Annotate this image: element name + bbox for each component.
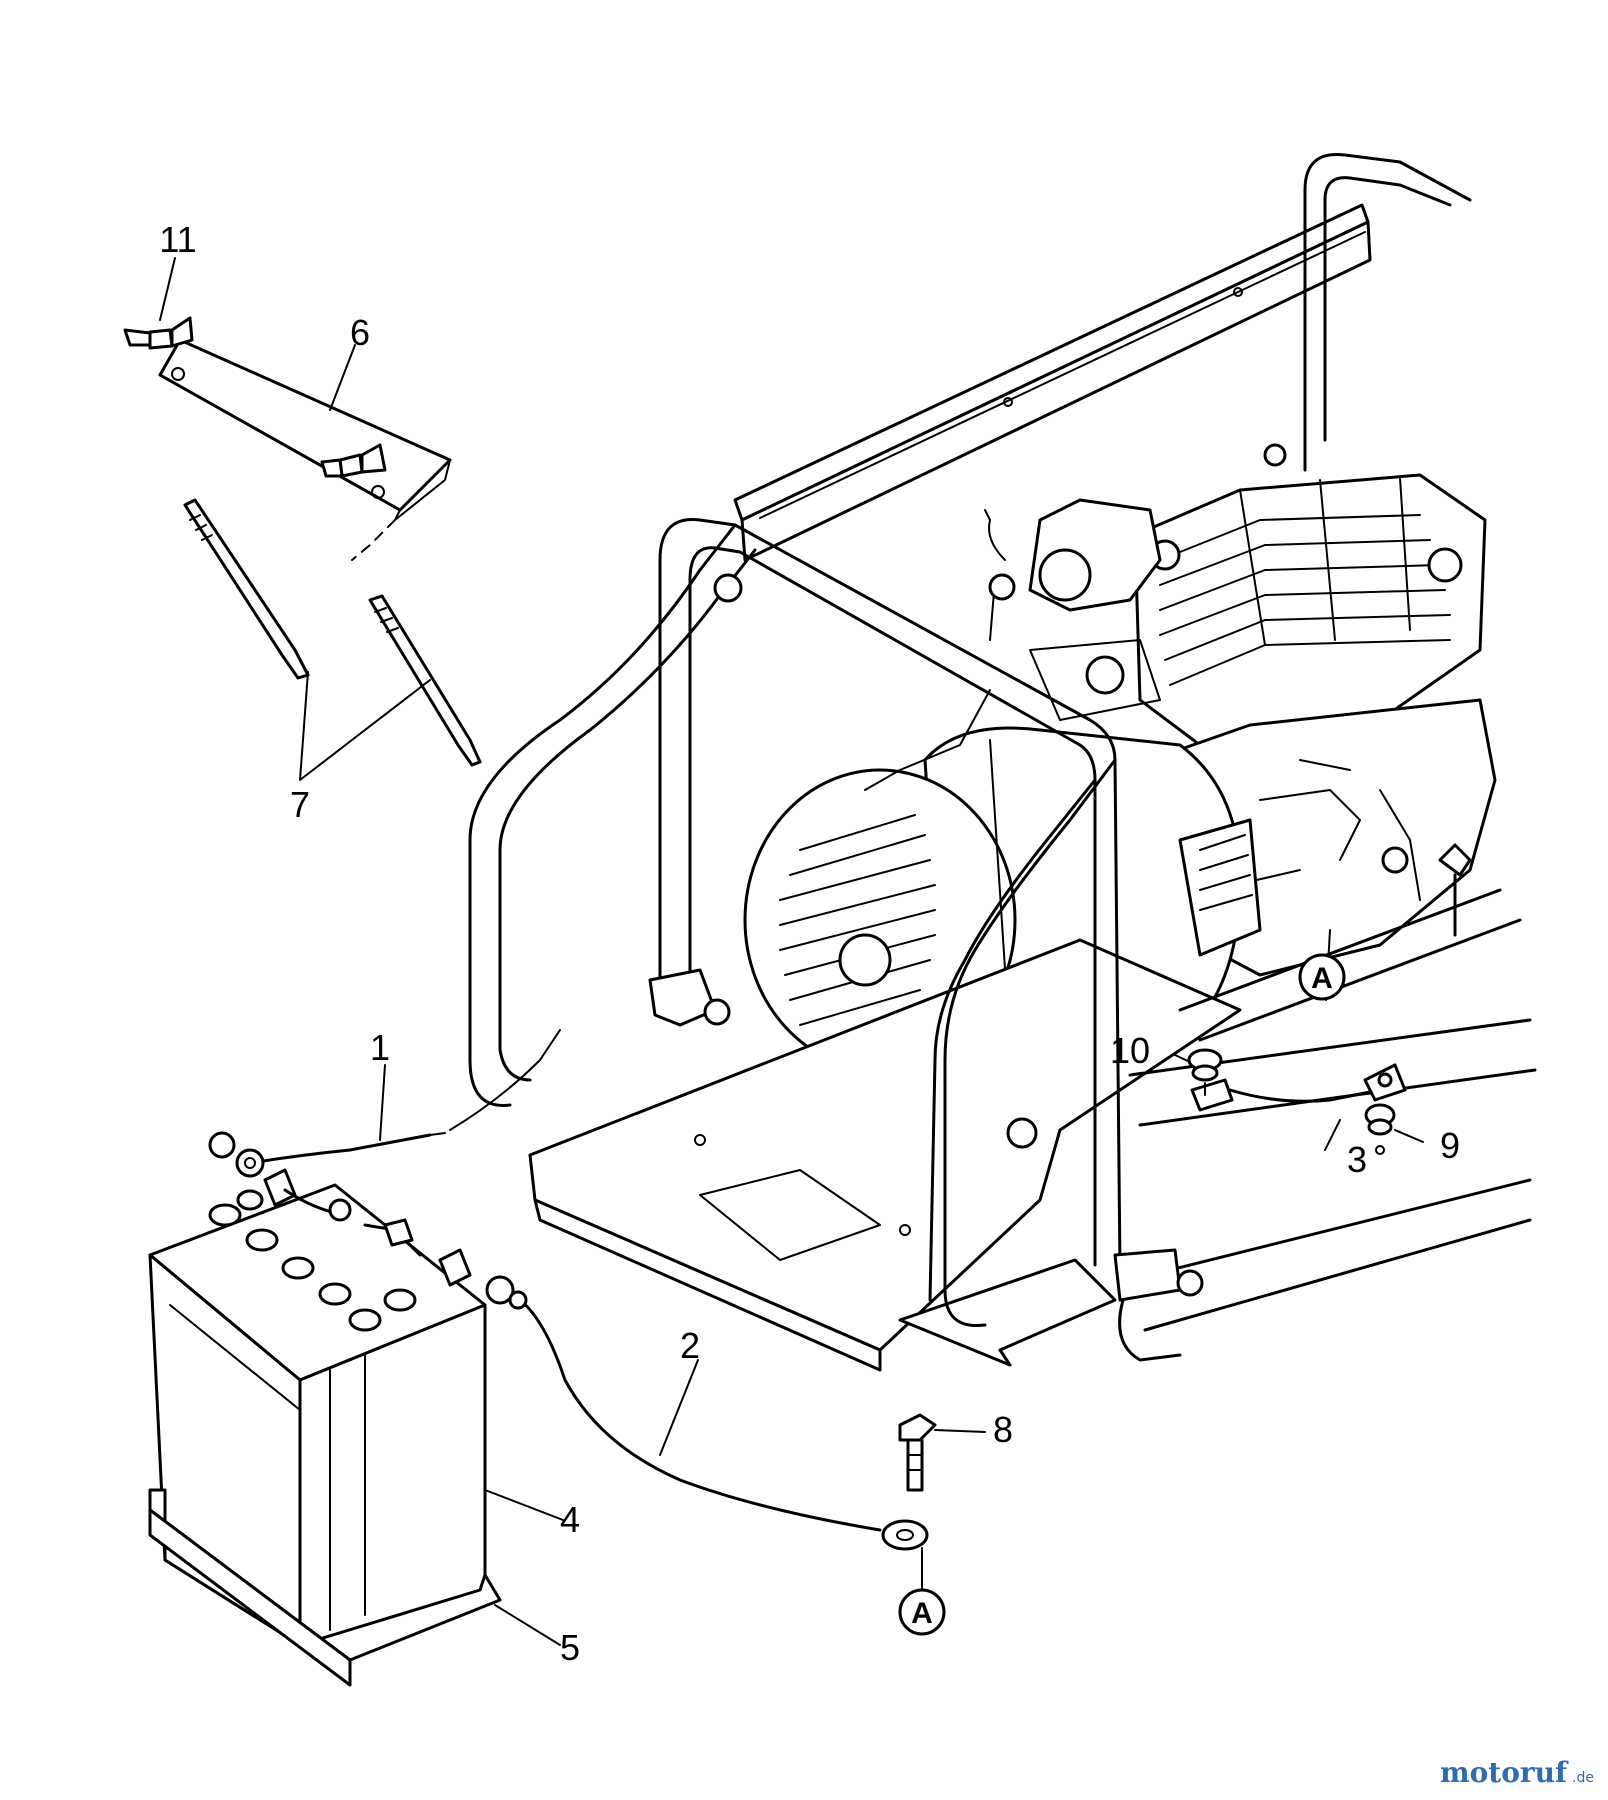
cable-2 (485, 1275, 929, 1551)
battery-caps (208, 1189, 417, 1332)
hold-down-plate (158, 338, 452, 521)
callout-9: 9 (1440, 1125, 1460, 1166)
leader-lines (159, 257, 1424, 1646)
svg-text:A: A (911, 1597, 933, 1630)
callout-4: 4 (560, 1499, 580, 1540)
svg-text:A: A (1311, 962, 1333, 995)
callout-2: 2 (680, 1325, 700, 1366)
front-roll-bar (468, 518, 1204, 1328)
battery-tray (148, 1488, 502, 1687)
frame-rear-loop (1303, 152, 1472, 472)
frame-top-rail (733, 203, 1372, 562)
watermark-logo: motoruf .de (1440, 1756, 1594, 1789)
callout-11: 11 (159, 219, 196, 260)
wing-nut-on-plate (320, 443, 387, 478)
cable-1 (208, 1029, 561, 1178)
cable-3 (1190, 1063, 1407, 1112)
callout-3: 3 (1347, 1139, 1367, 1180)
base-plate (528, 938, 1242, 1372)
callout-6: 6 (350, 312, 370, 353)
j-bolts-7 (183, 498, 482, 767)
watermark-brand: motoruf (1440, 1756, 1569, 1789)
callout-1: 1 (370, 1027, 390, 1068)
watermark-tld: .de (1572, 1770, 1594, 1786)
reference-mark-a-engine: A (1298, 953, 1346, 1001)
callout-5: 5 (560, 1627, 580, 1668)
wing-nut-11 (123, 316, 194, 350)
bolt-8 (898, 1413, 937, 1492)
nut-10 (1187, 1048, 1223, 1096)
callout-8: 8 (993, 1409, 1013, 1450)
nut-9 (1364, 1103, 1396, 1136)
reference-mark-a-cable: A (898, 1588, 946, 1636)
callout-10: 10 (1110, 1030, 1150, 1071)
frame-lower-rails (1118, 888, 1537, 1362)
callout-labels: 11 6 7 1 2 4 5 8 9 10 3 (159, 219, 1460, 1668)
callout-7: 7 (290, 784, 310, 825)
